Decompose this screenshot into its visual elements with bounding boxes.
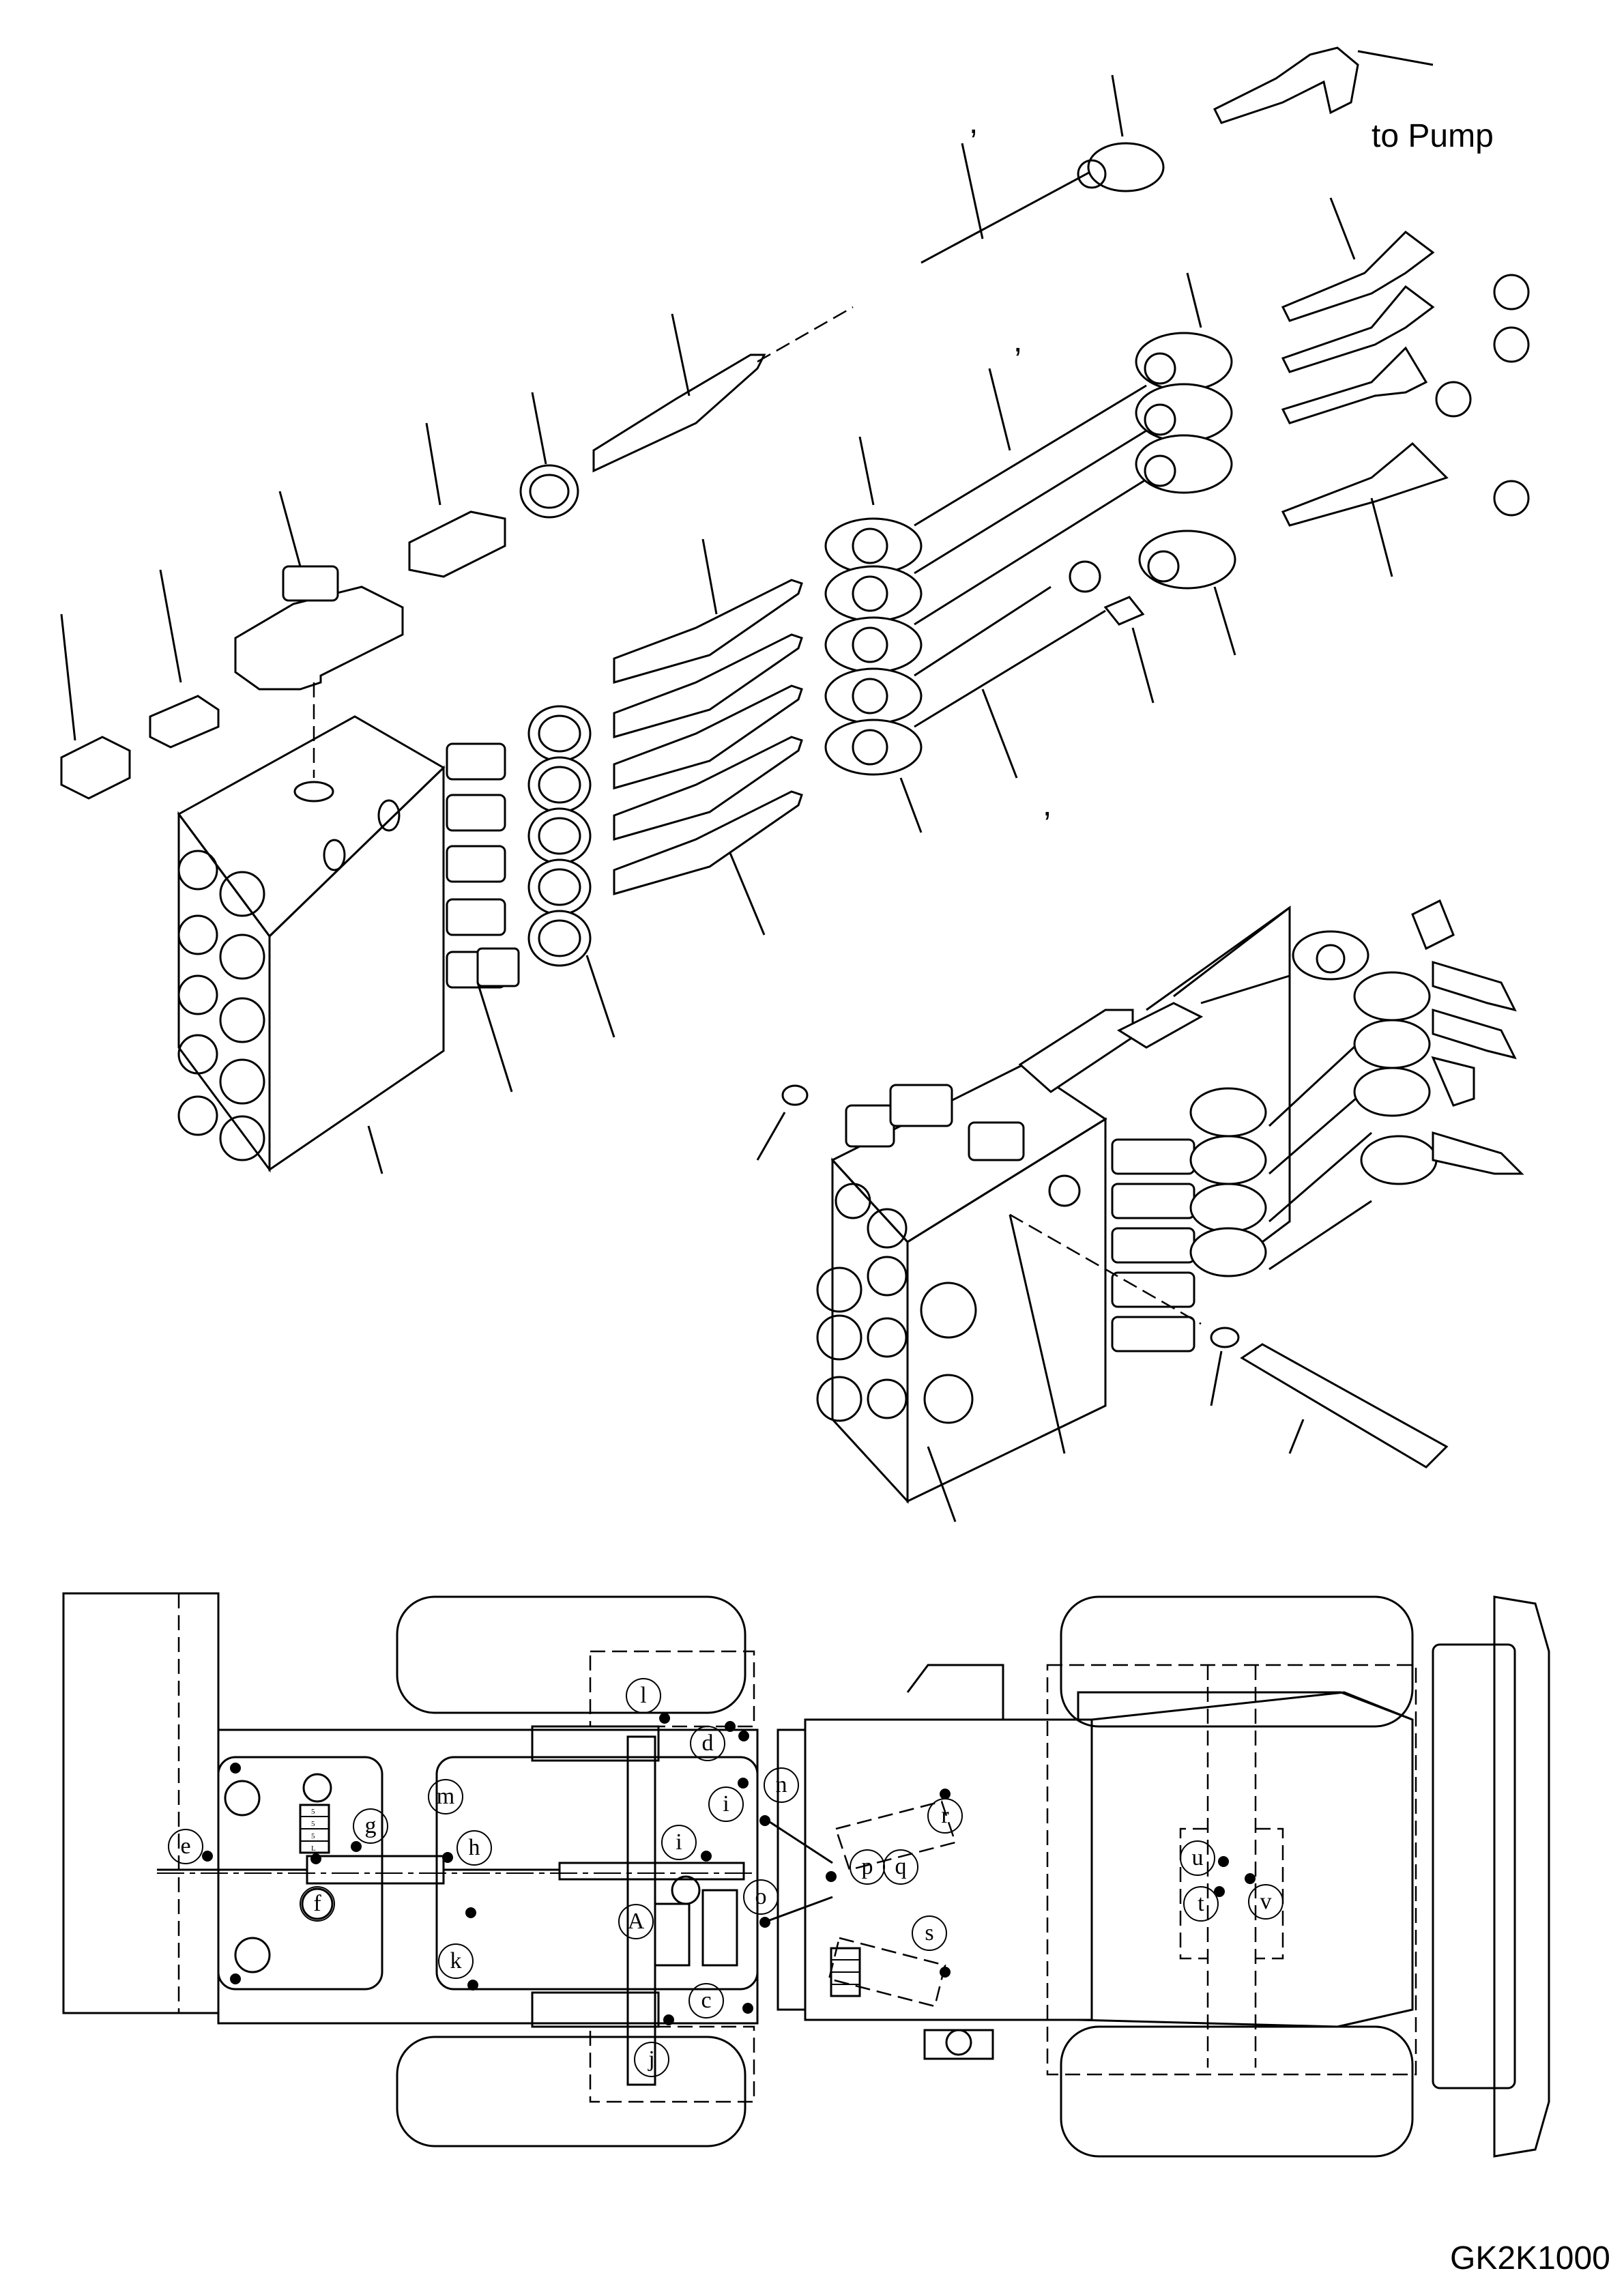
assembled-ports bbox=[816, 1183, 977, 1424]
pump-line: to Pump , , , bbox=[969, 46, 1494, 823]
exploded-view: to Pump , , , bbox=[60, 46, 1530, 1174]
callout-l: l bbox=[640, 1683, 646, 1708]
tubes bbox=[914, 143, 1161, 779]
callout-t: t bbox=[1198, 1891, 1204, 1916]
block-ports bbox=[177, 850, 265, 1161]
callout-v: v bbox=[1260, 1889, 1272, 1914]
callout-n: n bbox=[776, 1772, 787, 1797]
callout-s: s bbox=[925, 1920, 933, 1945]
block-side-fittings bbox=[367, 742, 520, 1174]
callout-g: g bbox=[365, 1813, 377, 1838]
comma-mark-1: , bbox=[969, 104, 978, 141]
callout-k: k bbox=[450, 1948, 462, 1973]
callout-f: f bbox=[313, 1891, 321, 1916]
callout-m: m bbox=[437, 1784, 454, 1809]
callout-A: A bbox=[628, 1909, 645, 1934]
callout-p: p bbox=[862, 1854, 873, 1879]
drawing-code: GK2K1000 bbox=[1450, 2240, 1610, 2276]
callout-o: o bbox=[755, 1884, 767, 1909]
stack-text-4: L bbox=[311, 1844, 316, 1853]
pump-note: to Pump bbox=[1372, 118, 1494, 154]
comma-mark-2: , bbox=[1013, 323, 1022, 359]
nut-fittings bbox=[824, 436, 923, 833]
assembled-fittings bbox=[1018, 899, 1524, 1352]
callout-j: j bbox=[648, 2046, 654, 2072]
stack-text-1: 5 bbox=[311, 1808, 315, 1816]
left-fitting-chain bbox=[60, 306, 854, 800]
comma-mark-3: , bbox=[1043, 787, 1052, 823]
callout-labels: l d i n m g e h i f p q r o bbox=[168, 1678, 1284, 2077]
callout-e: e bbox=[180, 1834, 190, 1859]
assembled-view bbox=[756, 899, 1524, 1522]
sleeve-rings bbox=[476, 705, 615, 1093]
callout-h: h bbox=[469, 1835, 480, 1860]
grease-stack-left: 5 5 5 L bbox=[299, 1804, 330, 1854]
stack-text-3: 5 bbox=[311, 1832, 315, 1840]
callout-d: d bbox=[702, 1731, 714, 1756]
callout-c: c bbox=[701, 1988, 711, 2013]
machine-layout: 5 5 5 L bbox=[62, 1592, 1550, 2158]
callout-i: i bbox=[676, 1829, 682, 1855]
callout-u: u bbox=[1192, 1845, 1204, 1870]
callout-r: r bbox=[941, 1803, 949, 1828]
distributor-block bbox=[177, 715, 520, 1174]
callout-q: q bbox=[895, 1854, 907, 1879]
stack-text-2: 5 bbox=[311, 1820, 315, 1828]
callout-i-upper: i bbox=[723, 1791, 729, 1817]
front-blade bbox=[62, 1592, 220, 2014]
grease-points bbox=[202, 1713, 1256, 2025]
upper-fittings bbox=[1069, 197, 1530, 704]
nozzle-fittings bbox=[613, 538, 803, 936]
